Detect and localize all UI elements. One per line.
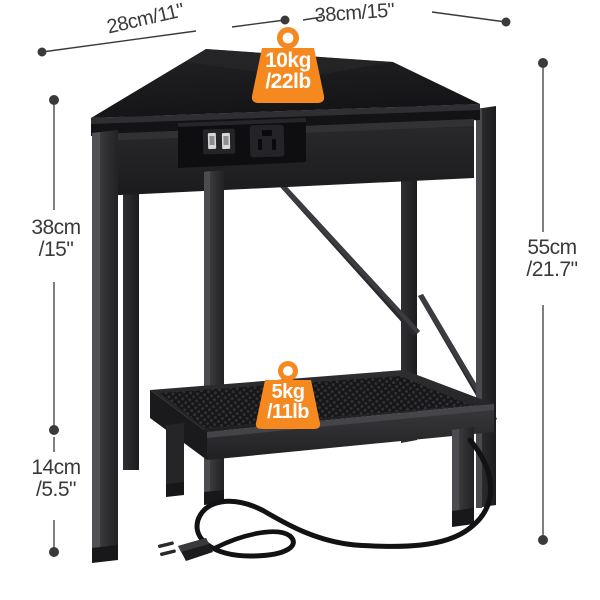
us-two-prong-plug bbox=[158, 538, 213, 561]
power-outlet-panel[interactable] bbox=[178, 118, 306, 168]
dimension-lines bbox=[37, 11, 548, 557]
dimension-total-height-label: 55cm /21.7" bbox=[526, 236, 578, 282]
weight-badge-shelf-shape bbox=[255, 361, 321, 429]
weight-badge-tabletop-shape bbox=[251, 27, 325, 103]
power-cord bbox=[194, 437, 494, 559]
leg-back-lower bbox=[166, 423, 184, 497]
dimension-lower-height-label: 14cm /5.5" bbox=[31, 456, 81, 502]
dimension-upper-height-label: 38cm /15" bbox=[31, 216, 81, 262]
leg-front-left bbox=[92, 130, 118, 563]
usb-ports[interactable] bbox=[202, 128, 236, 155]
leg-right-lower bbox=[452, 427, 474, 527]
mesh-bottom-shelf bbox=[150, 370, 494, 460]
table-illustration bbox=[91, 49, 497, 563]
ac-outlet[interactable] bbox=[249, 124, 285, 158]
diagonal-brace-back bbox=[272, 176, 420, 336]
leg-front-right bbox=[476, 106, 496, 508]
